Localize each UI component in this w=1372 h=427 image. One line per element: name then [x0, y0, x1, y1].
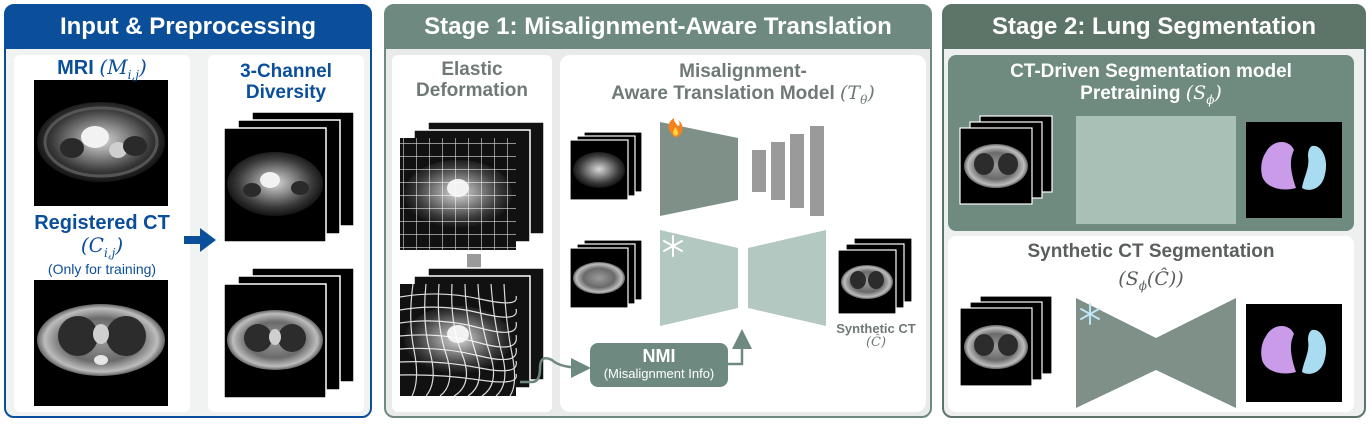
- translation-model-math: (T: [840, 81, 861, 104]
- input-arrow: [184, 228, 216, 252]
- mri-3channel-stack: [223, 111, 355, 243]
- snowflake-icon: [663, 235, 683, 257]
- nmi-box: [590, 343, 728, 387]
- translation-model-line2: Aware Translation Model: [611, 82, 835, 104]
- input-header: Input & Preprocessing: [5, 5, 371, 49]
- ct-close: ): [115, 233, 124, 257]
- mri-sub: i,j: [127, 68, 140, 82]
- synseg-math: (S: [1118, 267, 1139, 290]
- synthetic-ct-math: (Ĉ): [865, 335, 887, 351]
- mri-label: MRI (Mi,j): [14, 56, 190, 82]
- translation-input-stack-top: [569, 131, 643, 201]
- mri-image: [34, 80, 168, 206]
- synseg-lung-mask: [1246, 304, 1342, 402]
- nmi-subtitle: (Misalignment Info): [603, 365, 715, 381]
- synseg-ct-stack: [959, 295, 1053, 387]
- synseg-line1: Synthetic CT Segmentation: [1027, 241, 1275, 262]
- pretrain-close: ): [1214, 81, 1222, 104]
- translation-encoder-frozen: [660, 230, 738, 326]
- pretrain-ct-stack: [959, 115, 1053, 205]
- ct-math: (C: [80, 233, 104, 257]
- channel-label-line1: 3-Channel: [240, 61, 332, 82]
- nmi-label: NMI (Misalignment Info): [590, 346, 728, 381]
- translation-model-sub: θ: [860, 92, 868, 107]
- ct-label: Registered CT (Ci,j) (Only for training): [14, 212, 190, 278]
- pretrain-lung-mask: [1246, 122, 1342, 218]
- translation-encoder-trainable: [660, 122, 738, 216]
- snowflake-icon: [1080, 303, 1100, 325]
- elastic-label: Elastic Deformation: [392, 59, 552, 102]
- input-title: Input & Preprocessing: [59, 13, 317, 40]
- mri-close: ): [139, 55, 147, 79]
- stage1-title: Stage 1: Misalignment-Aware Translation: [424, 13, 892, 40]
- translation-decoder-bars: [752, 126, 824, 216]
- elastic-label-line1: Elastic: [441, 59, 503, 80]
- pretrain-label: CT-Driven Segmentation model Pretraining…: [948, 61, 1354, 107]
- nmi-feedback-arrow: [728, 329, 752, 366]
- synseg-sub: ϕ: [1138, 278, 1147, 293]
- mri-label-text: MRI: [57, 57, 94, 79]
- pretrain-line2: Pretraining: [1080, 82, 1181, 104]
- pretrain-sub: ϕ: [1206, 92, 1215, 107]
- fire-icon: [668, 118, 683, 138]
- synseg-arg: (Ĉ)): [1146, 267, 1184, 290]
- mri-math: (M: [99, 55, 128, 79]
- channel-label: 3-Channel Diversity: [208, 61, 364, 104]
- pretrain-unet-shape: [1076, 116, 1236, 224]
- synthetic-ct-text: Synthetic CT: [836, 321, 916, 336]
- elastic-to-nmi-connector: [520, 357, 591, 384]
- ct-3channel-stack: [223, 267, 355, 399]
- stage1-header: Stage 1: Misalignment-Aware Translation: [385, 5, 931, 49]
- synthetic-ct-label: Synthetic CT (Ĉ): [826, 321, 926, 351]
- ct-note: (Only for training): [47, 261, 157, 278]
- ct-image: [34, 280, 168, 406]
- ct-sub: i,j: [103, 246, 116, 260]
- synseg-label: Synthetic CT Segmentation (Sϕ(Ĉ)): [948, 241, 1354, 293]
- pretrain-math: (S: [1185, 81, 1207, 104]
- translation-decoder-frozen: [748, 230, 826, 326]
- translation-model-label: Misalignment- Aware Translation Model (T…: [560, 61, 926, 107]
- elastic-deformed-stack: [399, 267, 545, 397]
- synseg-unet: [1076, 298, 1236, 408]
- translation-model-line1: Misalignment-: [679, 61, 807, 82]
- stage2-header: Stage 2: Lung Segmentation: [943, 5, 1365, 49]
- synthetic-ct-stack: [837, 237, 913, 315]
- elastic-label-line2: Deformation: [416, 79, 528, 101]
- channel-label-line2: Diversity: [245, 81, 327, 103]
- translation-input-stack-bottom: [569, 239, 643, 309]
- translation-model-close: ): [867, 81, 875, 104]
- ct-label-text: Registered CT: [34, 212, 170, 234]
- nmi-title: NMI: [642, 346, 676, 366]
- elastic-original-stack: [400, 121, 545, 250]
- pretrain-line1: CT-Driven Segmentation model: [1010, 61, 1292, 82]
- stage2-title: Stage 2: Lung Segmentation: [991, 13, 1317, 40]
